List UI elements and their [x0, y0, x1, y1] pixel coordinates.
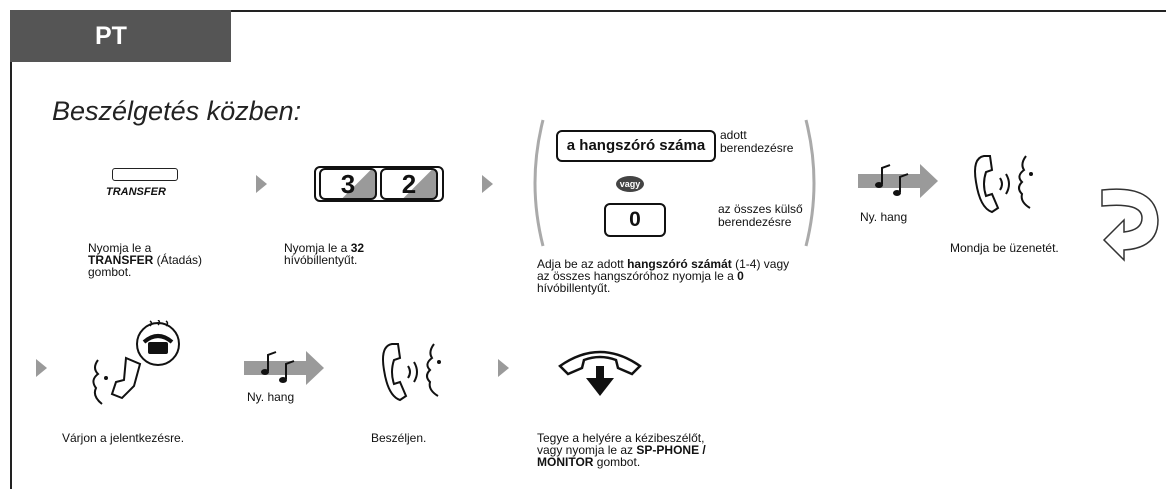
step3-caption: Adja be az adott hangszóró számát (1-4) … — [537, 258, 789, 294]
step2-bold: 32 — [350, 241, 365, 255]
pt-tab: PT — [10, 10, 231, 62]
step6-caption: Beszéljen. — [371, 431, 427, 445]
step2-caption: Nyomja le a 32 hívóbillentyűt. — [284, 242, 364, 266]
step5-caption: Várjon a jelentkezésre. — [62, 431, 185, 445]
tone-arrow-icon — [244, 351, 324, 385]
transfer-button-icon — [112, 168, 178, 181]
step1-post: (Átadás) — [153, 253, 203, 267]
step3-l3: hívóbillentyűt. — [537, 281, 611, 295]
step2-pre: Nyomja le a — [284, 241, 351, 255]
step3-l2-bold: 0 — [737, 269, 744, 283]
step7-l2-bold: SP-PHONE / — [636, 443, 706, 457]
ringing-handset-icon — [92, 320, 180, 405]
step7-caption: Tegye a helyére a kézibeszélőt, vagy nyo… — [537, 432, 706, 468]
all-external-text: az összes külső berendezésre — [718, 203, 803, 229]
tone-arrow-icon — [858, 164, 938, 198]
curved-continue-arrow-icon — [1101, 188, 1159, 262]
step-arrow — [482, 175, 493, 193]
step-arrow — [256, 175, 267, 193]
step-arrow — [498, 359, 509, 377]
key-3: 3 — [319, 168, 377, 200]
step4-caption: Mondja be üzenetét. — [950, 241, 1059, 255]
step7-l3-bold: MONITOR — [537, 455, 594, 469]
step1-bold: TRANSFER — [88, 253, 154, 267]
right-bracket — [804, 119, 816, 247]
tone-label: Ny. hang — [860, 210, 908, 224]
step3-post: (1-4) vagy — [731, 257, 790, 271]
step1-caption: Nyomja le a TRANSFER (Átadás) gombot. — [88, 242, 202, 278]
key-0: 0 — [604, 203, 666, 237]
step1-line3: gombot. — [88, 265, 132, 279]
step7-l3-post: gombot. — [593, 455, 641, 469]
step3-pre: Adja be az adott — [537, 257, 628, 271]
page-heading: Beszélgetés közben: — [52, 96, 302, 126]
step3-l2-pre: az összes hangszóróhoz nyomja le a — [537, 269, 738, 283]
specific-device-text: adott berendezésre — [720, 129, 793, 155]
specific-l1: adott — [720, 128, 747, 142]
key-2: 2 — [380, 168, 438, 200]
all-l1: az összes külső — [718, 202, 803, 216]
transfer-button-label: TRANSFER — [106, 186, 166, 198]
speaker-number-button: a hangszóró száma — [556, 130, 716, 162]
step2-line2: hívóbillentyűt. — [284, 253, 358, 267]
keypad-frame — [314, 166, 444, 202]
step-arrow — [36, 359, 47, 377]
speaking-handset-icon — [974, 155, 1033, 214]
page-frame — [10, 10, 1166, 489]
speaking-handset-icon — [382, 343, 441, 402]
hang-up-icon — [558, 350, 642, 396]
left-bracket — [533, 119, 545, 247]
tone-label-2: Ny. hang — [247, 390, 295, 404]
tab-title: PT — [95, 22, 127, 50]
step3-bold: hangszóró számát — [627, 257, 732, 271]
step7-l1: Tegye a helyére a kézibeszélőt, — [537, 431, 705, 445]
step1-pre: Nyomja le a — [88, 241, 152, 255]
or-badge: vagy — [616, 176, 644, 192]
specific-l2: berendezésre — [720, 141, 794, 155]
step7-l2-pre: vagy nyomja le az — [537, 443, 637, 457]
all-l2: berendezésre — [718, 215, 792, 229]
